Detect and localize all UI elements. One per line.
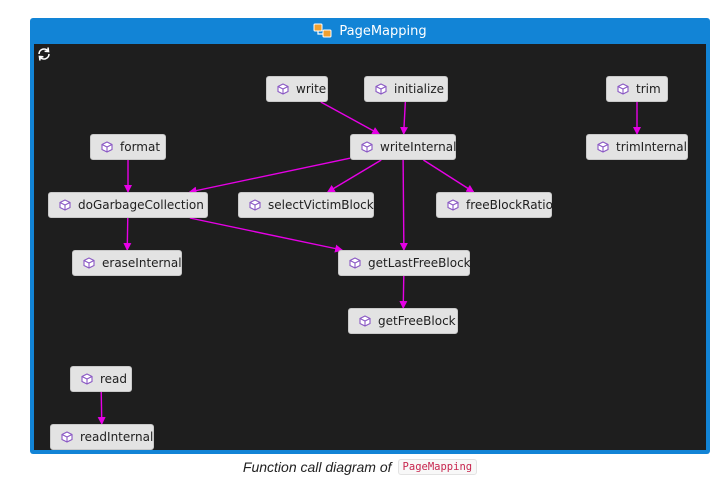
node-label: selectVictimBlock [268,198,374,212]
class-diagram-icon [313,23,333,39]
node-label: format [120,140,161,154]
edge-writeInternal-to-selectVictimBlock [326,159,382,193]
edge-writeInternal-to-getLastFreeBlock [399,159,408,251]
window-title: PageMapping [339,23,427,39]
node-label: getFreeBlock [378,314,456,328]
call-edges [97,101,641,425]
node-label: trimInternal [616,140,687,154]
edge-read-to-readInternal [97,391,106,425]
cube-icon [101,141,113,153]
diagram-canvas: write initialize trim format writeInternal tr… [34,44,706,450]
edge-doGarbageCollection-to-eraseInternal [123,217,132,251]
node-trim[interactable]: trim [606,76,668,102]
cube-icon [249,199,261,211]
node-eraseInternal[interactable]: eraseInternal [72,250,182,276]
node-freeBlockRatio[interactable]: freeBlockRatio [436,192,553,218]
cube-icon [349,257,361,269]
node-readInternal[interactable]: readInternal [50,424,154,450]
node-label: write [296,82,327,96]
figure-caption: Function call diagram of PageMapping [0,458,720,476]
refresh-icon[interactable] [36,46,52,62]
caption-text: Function call diagram of [242,459,392,475]
node-label: eraseInternal [102,256,182,270]
cube-icon [359,315,371,327]
node-label: read [100,372,128,386]
edge-writeInternal-to-freeBlockRatio [423,159,475,193]
cube-icon [83,257,95,269]
cube-icon [447,199,459,211]
node-initialize[interactable]: initialize [364,76,448,102]
node-trimInternal[interactable]: trimInternal [586,134,688,160]
node-label: trim [636,82,661,96]
cube-icon [597,141,609,153]
cube-icon [375,83,387,95]
cube-icon [81,373,93,385]
node-selectVictimBlock[interactable]: selectVictimBlock [238,192,374,218]
node-label: initialize [394,82,445,96]
cube-icon [617,83,629,95]
cube-icon [277,83,289,95]
edge-write-to-writeInternal [320,101,381,135]
cube-icon [59,199,71,211]
node-write[interactable]: write [266,76,328,102]
edge-writeInternal-to-doGarbageCollection [188,157,351,195]
edge-initialize-to-writeInternal [400,101,409,135]
node-doGarbageCollection[interactable]: doGarbageCollection [48,192,208,218]
cube-icon [61,431,73,443]
edge-doGarbageCollection-to-getLastFreeBlock [189,217,344,253]
node-writeInternal[interactable]: writeInternal [350,134,456,160]
node-label: freeBlockRatio [466,198,553,212]
node-getFreeBlock[interactable]: getFreeBlock [348,308,458,334]
node-format[interactable]: format [90,134,166,160]
cube-icon [361,141,373,153]
title-bar: PageMapping [30,18,710,44]
caption-code: PageMapping [397,459,478,475]
edge-getLastFreeBlock-to-getFreeBlock [399,275,408,309]
node-label: readInternal [80,430,154,444]
node-read[interactable]: read [70,366,132,392]
node-label: writeInternal [380,140,457,154]
node-label: getLastFreeBlock [368,256,471,270]
node-getLastFreeBlock[interactable]: getLastFreeBlock [338,250,471,276]
node-label: doGarbageCollection [78,198,204,212]
